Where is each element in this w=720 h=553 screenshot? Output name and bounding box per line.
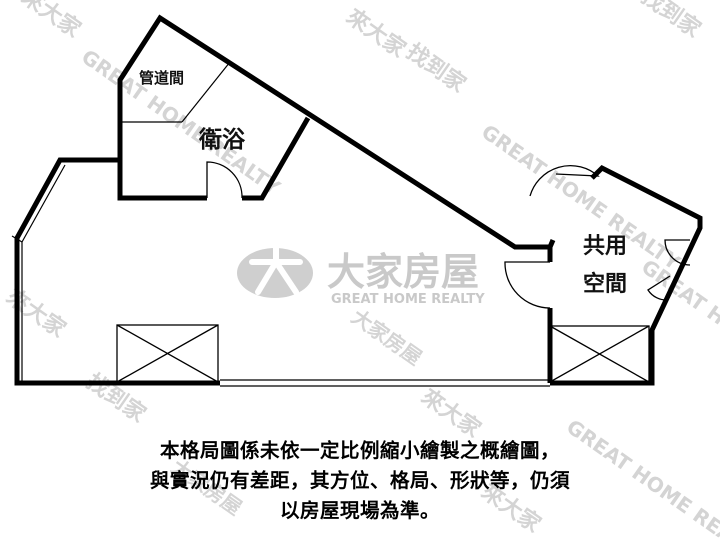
wall-main-left: [14, 14, 556, 386]
room-label-bathroom: 衛浴: [198, 126, 246, 153]
shared-door-right-upper: [664, 239, 691, 266]
brand-name-en: GREAT HOME REALTY: [331, 292, 485, 307]
shared-door-left: [504, 261, 551, 309]
void-box-left: [116, 324, 219, 383]
void-box-right: [549, 325, 650, 383]
room-label-shared-line1: 共用: [583, 234, 627, 259]
room-label-pipe-shaft: 管道間: [139, 69, 184, 87]
room-label-shared-line2: 空間: [583, 271, 627, 297]
watermark-repeat: 來大家: [417, 384, 487, 444]
watermark-repeat: 來大家: [17, 0, 87, 43]
watermark-repeat: 找到家: [402, 39, 472, 99]
wall-bathroom-right: [242, 116, 311, 201]
wall-main-bottom-right: [550, 164, 703, 386]
pipe-shaft-diagonal: [181, 61, 231, 123]
wall-bathroom: [117, 160, 207, 201]
disclaimer: 本格局圖係未依一定比例縮小繪製之概繪圖， 與實況仍有差距，其方位、格局、形狀等，…: [20, 436, 700, 526]
bay-window: [21, 164, 66, 382]
bathroom-door: [206, 161, 243, 199]
watermark-repeat: 來大家: [342, 4, 412, 64]
disclaimer-line: 本格局圖係未依一定比例縮小繪製之概繪圖，: [159, 439, 560, 462]
brand-logo-watermark: 大家房屋 GREAT HOME REALTY: [237, 245, 485, 307]
disclaimer-line: 與實況仍有差距，其方位、格局、形狀等，仍須: [149, 469, 570, 492]
logo-person-icon: [249, 245, 303, 295]
watermark-repeat: 大家房屋: [347, 304, 426, 370]
watermark-repeat: 來大家: [2, 284, 72, 344]
shared-door-top: [529, 164, 600, 197]
window-mark: [11, 235, 23, 243]
watermark-repeat: 找到家: [637, 0, 707, 43]
thin-lines: [11, 61, 550, 387]
shared-door-right-lower: [647, 275, 671, 301]
disclaimer-line: 以房屋現場為準。: [279, 499, 440, 522]
doors: [206, 161, 691, 309]
brand-name-cn: 大家房屋: [327, 250, 479, 294]
